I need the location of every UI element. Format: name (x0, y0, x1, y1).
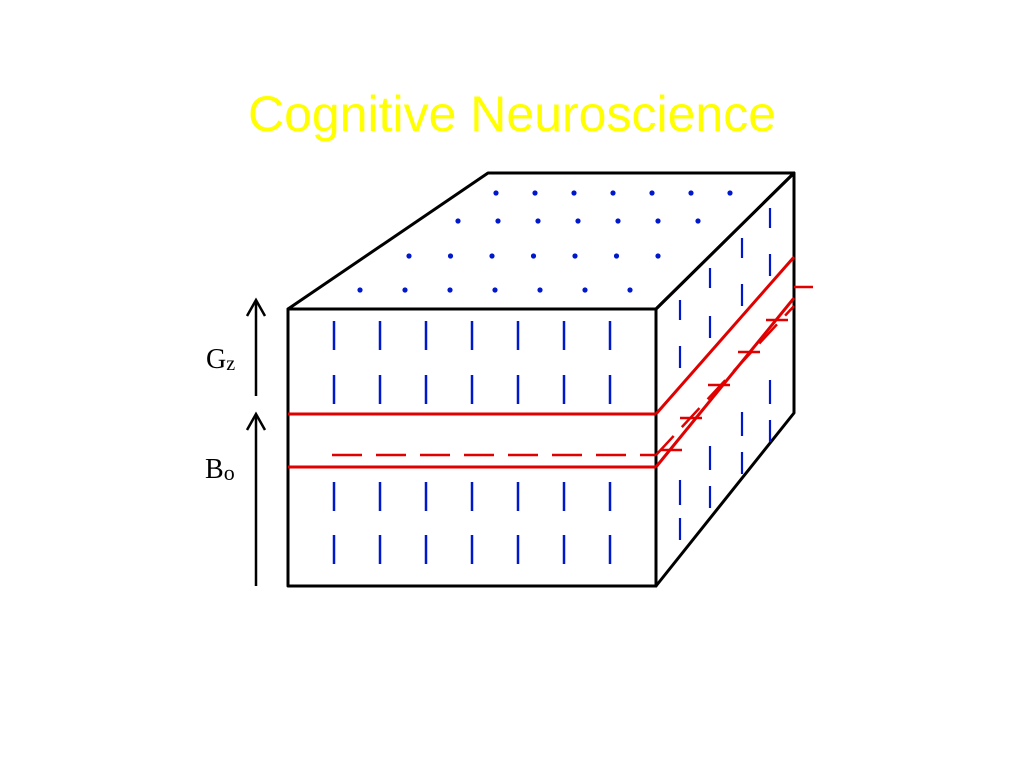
spin-dot (727, 190, 733, 196)
spin-dot (613, 253, 620, 259)
spin-dot (627, 287, 633, 293)
slice-spin-ticks (660, 318, 788, 452)
slice-lower-line-side (654, 297, 796, 468)
spin-dot (447, 287, 453, 293)
spin-dot (610, 190, 616, 196)
spin-dot (357, 287, 363, 293)
front-face-spin-ticks (332, 321, 612, 564)
slide-title: Cognitive Neuroscience (247, 86, 777, 142)
top-face-spin-dots (357, 190, 733, 293)
cube (286, 171, 796, 588)
spin-dot (406, 253, 412, 259)
gradient-label: Gz (206, 344, 235, 375)
spin-dot (530, 253, 537, 259)
field-label: Bo (205, 454, 235, 485)
spin-dot (447, 253, 454, 259)
spin-dot (492, 287, 498, 293)
gradient-arrow (245, 297, 267, 396)
spin-dot (655, 253, 661, 259)
spin-dot (688, 190, 694, 196)
spin-dot (649, 190, 655, 196)
spin-dot (489, 253, 495, 259)
spin-dot (535, 218, 541, 224)
spin-dot (571, 190, 577, 196)
spin-dot (655, 218, 661, 224)
spin-dot (537, 287, 543, 293)
slice-upper-line-side (654, 256, 796, 415)
side-face-spin-ticks (678, 208, 772, 540)
spin-dot (532, 190, 538, 196)
spin-dot (493, 190, 499, 196)
spin-dot (455, 218, 461, 224)
cube-side-face (654, 171, 796, 588)
spin-dot (495, 218, 501, 224)
spin-dot (575, 218, 581, 224)
slice-center-dashed-side (655, 305, 795, 456)
spin-dot (572, 253, 578, 259)
spin-dot (402, 287, 408, 293)
field-arrow (245, 411, 267, 586)
spin-dot (582, 287, 588, 293)
spin-dot (615, 218, 621, 224)
selected-slice (288, 256, 813, 469)
spin-dot (695, 218, 701, 224)
